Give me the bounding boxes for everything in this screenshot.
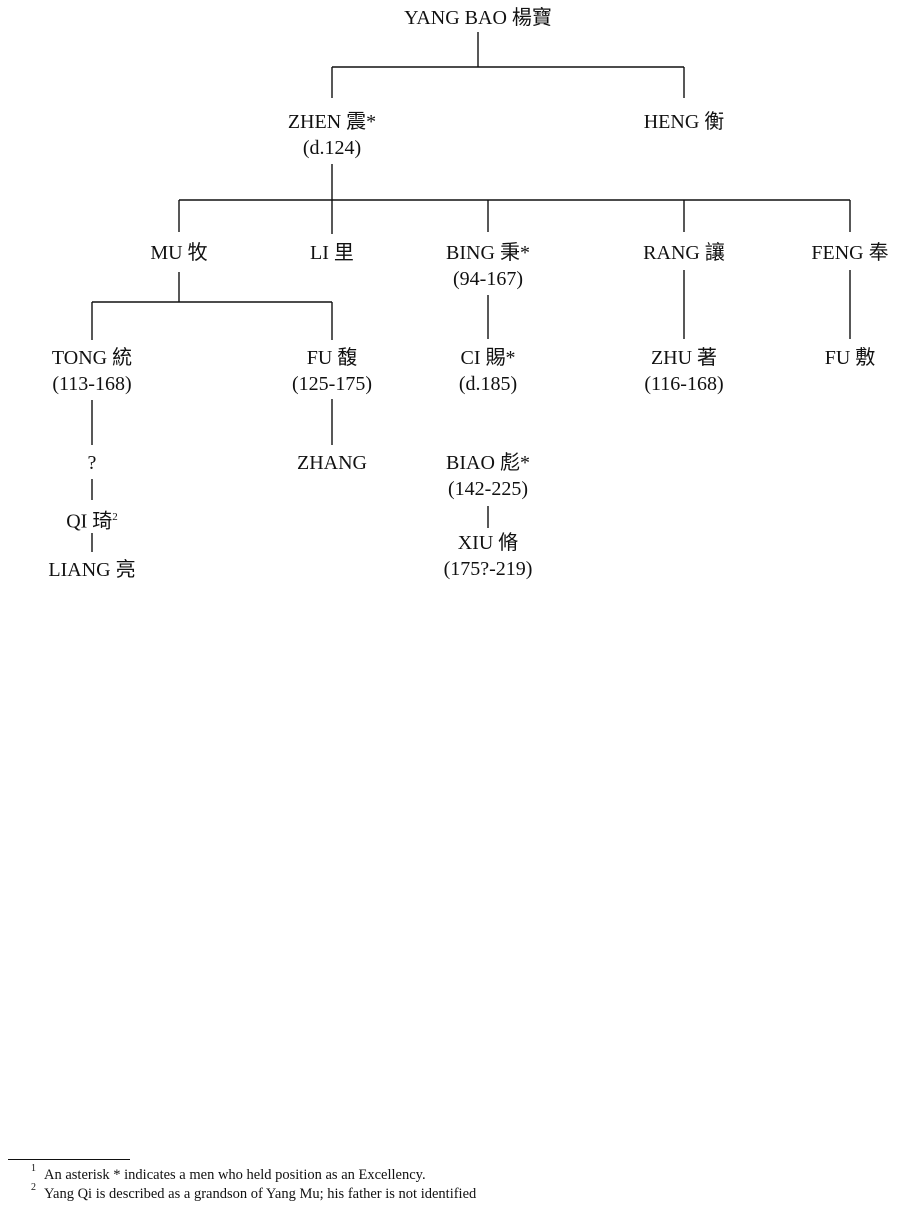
person-name: LI 里 <box>310 240 354 266</box>
person-qi: QI 琦2 <box>66 504 118 535</box>
person-name: BIAO 彪* <box>446 450 530 476</box>
person-zhang: ZHANG <box>297 450 367 476</box>
person-dates: (d.185) <box>458 373 518 395</box>
person-dates: (116-168) <box>644 373 724 395</box>
person-zhu: ZHU 著 (116-168) <box>644 345 723 397</box>
person-name: ? <box>88 450 97 476</box>
person-name: FENG 奉 <box>811 240 888 266</box>
footnote-text: Yang Qi is described as a grandson of Ya… <box>44 1186 477 1202</box>
person-name: ZHEN 震* <box>288 109 376 135</box>
person-dates: (113-168) <box>52 373 132 395</box>
footnote-number: 1 <box>31 1163 36 1174</box>
person-name: TONG 統 <box>52 345 132 371</box>
name-text: YANG BAO 楊寶 <box>404 7 552 29</box>
person-name: XIU 脩 <box>444 530 533 556</box>
name-text: ZHEN 震* <box>287 111 377 133</box>
person-name: CI 賜* <box>459 345 517 371</box>
person-rang: RANG 讓 <box>643 240 725 266</box>
person-biao: BIAO 彪* (142-225) <box>446 450 530 502</box>
name-text: QI 琦 <box>66 510 113 533</box>
person-feng: FENG 奉 <box>811 240 888 266</box>
person-name: QI 琦2 <box>66 504 118 535</box>
person-dates: (d.124) <box>302 137 362 159</box>
person-li: LI 里 <box>310 240 354 266</box>
name-text: TONG 統 <box>51 347 133 369</box>
name-text: ? <box>87 452 97 474</box>
person-mu: MU 牧 <box>150 240 207 266</box>
person-dates: (142-225) <box>448 478 528 500</box>
person-name: FU 馥 <box>292 345 372 371</box>
person-name: ZHANG <box>297 450 367 476</box>
name-text: BING 秉* <box>446 242 530 264</box>
name-text: RANG 讓 <box>643 242 725 264</box>
name-text: ZHANG <box>297 452 367 474</box>
person-heng: HENG 衡 <box>644 109 725 135</box>
person-xiu: XIU 脩 (175?-219) <box>444 530 533 582</box>
person-unknown: ? <box>88 450 97 476</box>
name-text: ZHU 著 <box>650 347 718 369</box>
person-fu-feng: FU 敷 <box>825 345 876 371</box>
person-name: RANG 讓 <box>643 240 725 266</box>
connector-zhen-children <box>178 164 851 234</box>
person-name: MU 牧 <box>150 240 207 266</box>
person-fu-mu: FU 馥 (125-175) <box>292 345 372 397</box>
person-dates: (175?-219) <box>443 558 533 580</box>
person-name: LIANG 亮 <box>48 557 135 583</box>
person-name: HENG 衡 <box>644 109 725 135</box>
name-text: LI 里 <box>310 242 354 264</box>
person-name: YANG BAO 楊寶 <box>404 5 552 31</box>
name-text: LIANG 亮 <box>48 559 136 581</box>
person-yang-bao: YANG BAO 楊寶 <box>404 5 552 31</box>
footnote-text: An asterisk * indicates a men who held p… <box>44 1167 426 1183</box>
person-name: ZHU 著 <box>644 345 723 371</box>
footnote-number: 2 <box>31 1182 36 1193</box>
footnote-1: 1 An asterisk * indicates a men who held… <box>31 1163 426 1184</box>
person-dates: (125-175) <box>292 373 372 395</box>
name-text: BIAO 彪* <box>446 452 530 474</box>
person-name: FU 敷 <box>825 345 876 371</box>
footnote-divider <box>8 1159 130 1160</box>
person-zhen: ZHEN 震* (d.124) <box>288 109 376 161</box>
name-text: HENG 衡 <box>643 111 725 133</box>
name-text: MU 牧 <box>150 242 208 264</box>
footnote-ref: 2 <box>112 511 118 523</box>
name-text: FU 馥 <box>306 347 358 369</box>
name-text: CI 賜* <box>460 347 516 369</box>
name-text: FENG 奉 <box>811 242 889 264</box>
person-liang: LIANG 亮 <box>48 557 135 583</box>
footnote-2: 2 Yang Qi is described as a grandson of … <box>31 1182 477 1203</box>
person-dates: (94-167) <box>453 268 523 290</box>
person-bing: BING 秉* (94-167) <box>446 240 530 292</box>
connector-mu-children <box>91 272 333 340</box>
connector-yangbao-children <box>331 32 685 98</box>
name-text: FU 敷 <box>824 347 876 369</box>
person-tong: TONG 統 (113-168) <box>52 345 132 397</box>
person-ci: CI 賜* (d.185) <box>459 345 517 397</box>
person-name: BING 秉* <box>446 240 530 266</box>
name-text: XIU 脩 <box>457 532 519 554</box>
